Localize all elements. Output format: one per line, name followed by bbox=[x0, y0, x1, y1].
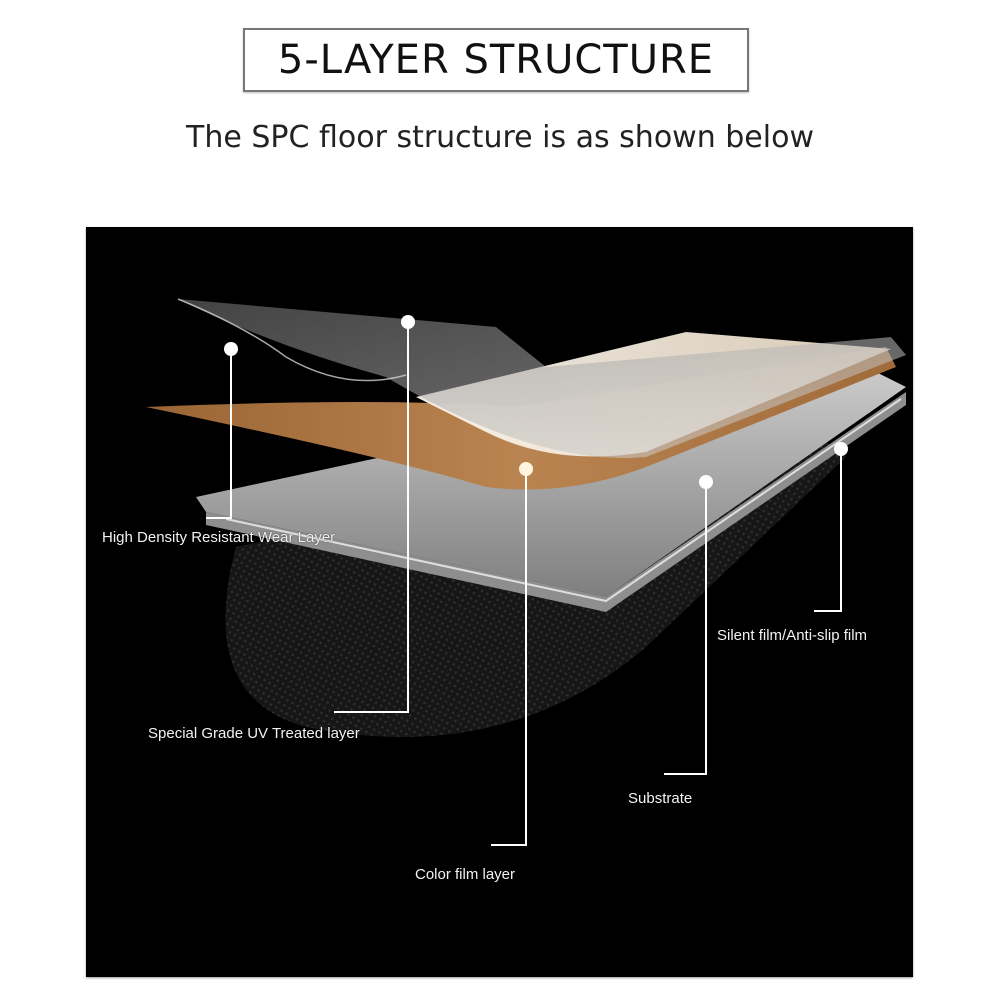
label-silent-film: Silent film/Anti-slip film bbox=[717, 627, 868, 644]
label-wear-layer: High Density Resistant Wear Layer bbox=[102, 529, 336, 546]
title-box: 5-LAYER STRUCTURE bbox=[243, 28, 749, 92]
floor-layers-illustration bbox=[146, 298, 906, 846]
wear-layer bbox=[178, 299, 906, 458]
label-uv-layer: Special Grade UV Treated layer bbox=[148, 725, 360, 742]
page-subtitle: The SPC floor structure is as shown belo… bbox=[186, 120, 814, 155]
label-substrate: Substrate bbox=[628, 790, 693, 807]
layer-diagram-panel: High Density Resistant Wear Layer Specia… bbox=[86, 227, 913, 977]
label-color-film: Color film layer bbox=[415, 866, 516, 883]
page-title: 5-LAYER STRUCTURE bbox=[277, 37, 715, 83]
